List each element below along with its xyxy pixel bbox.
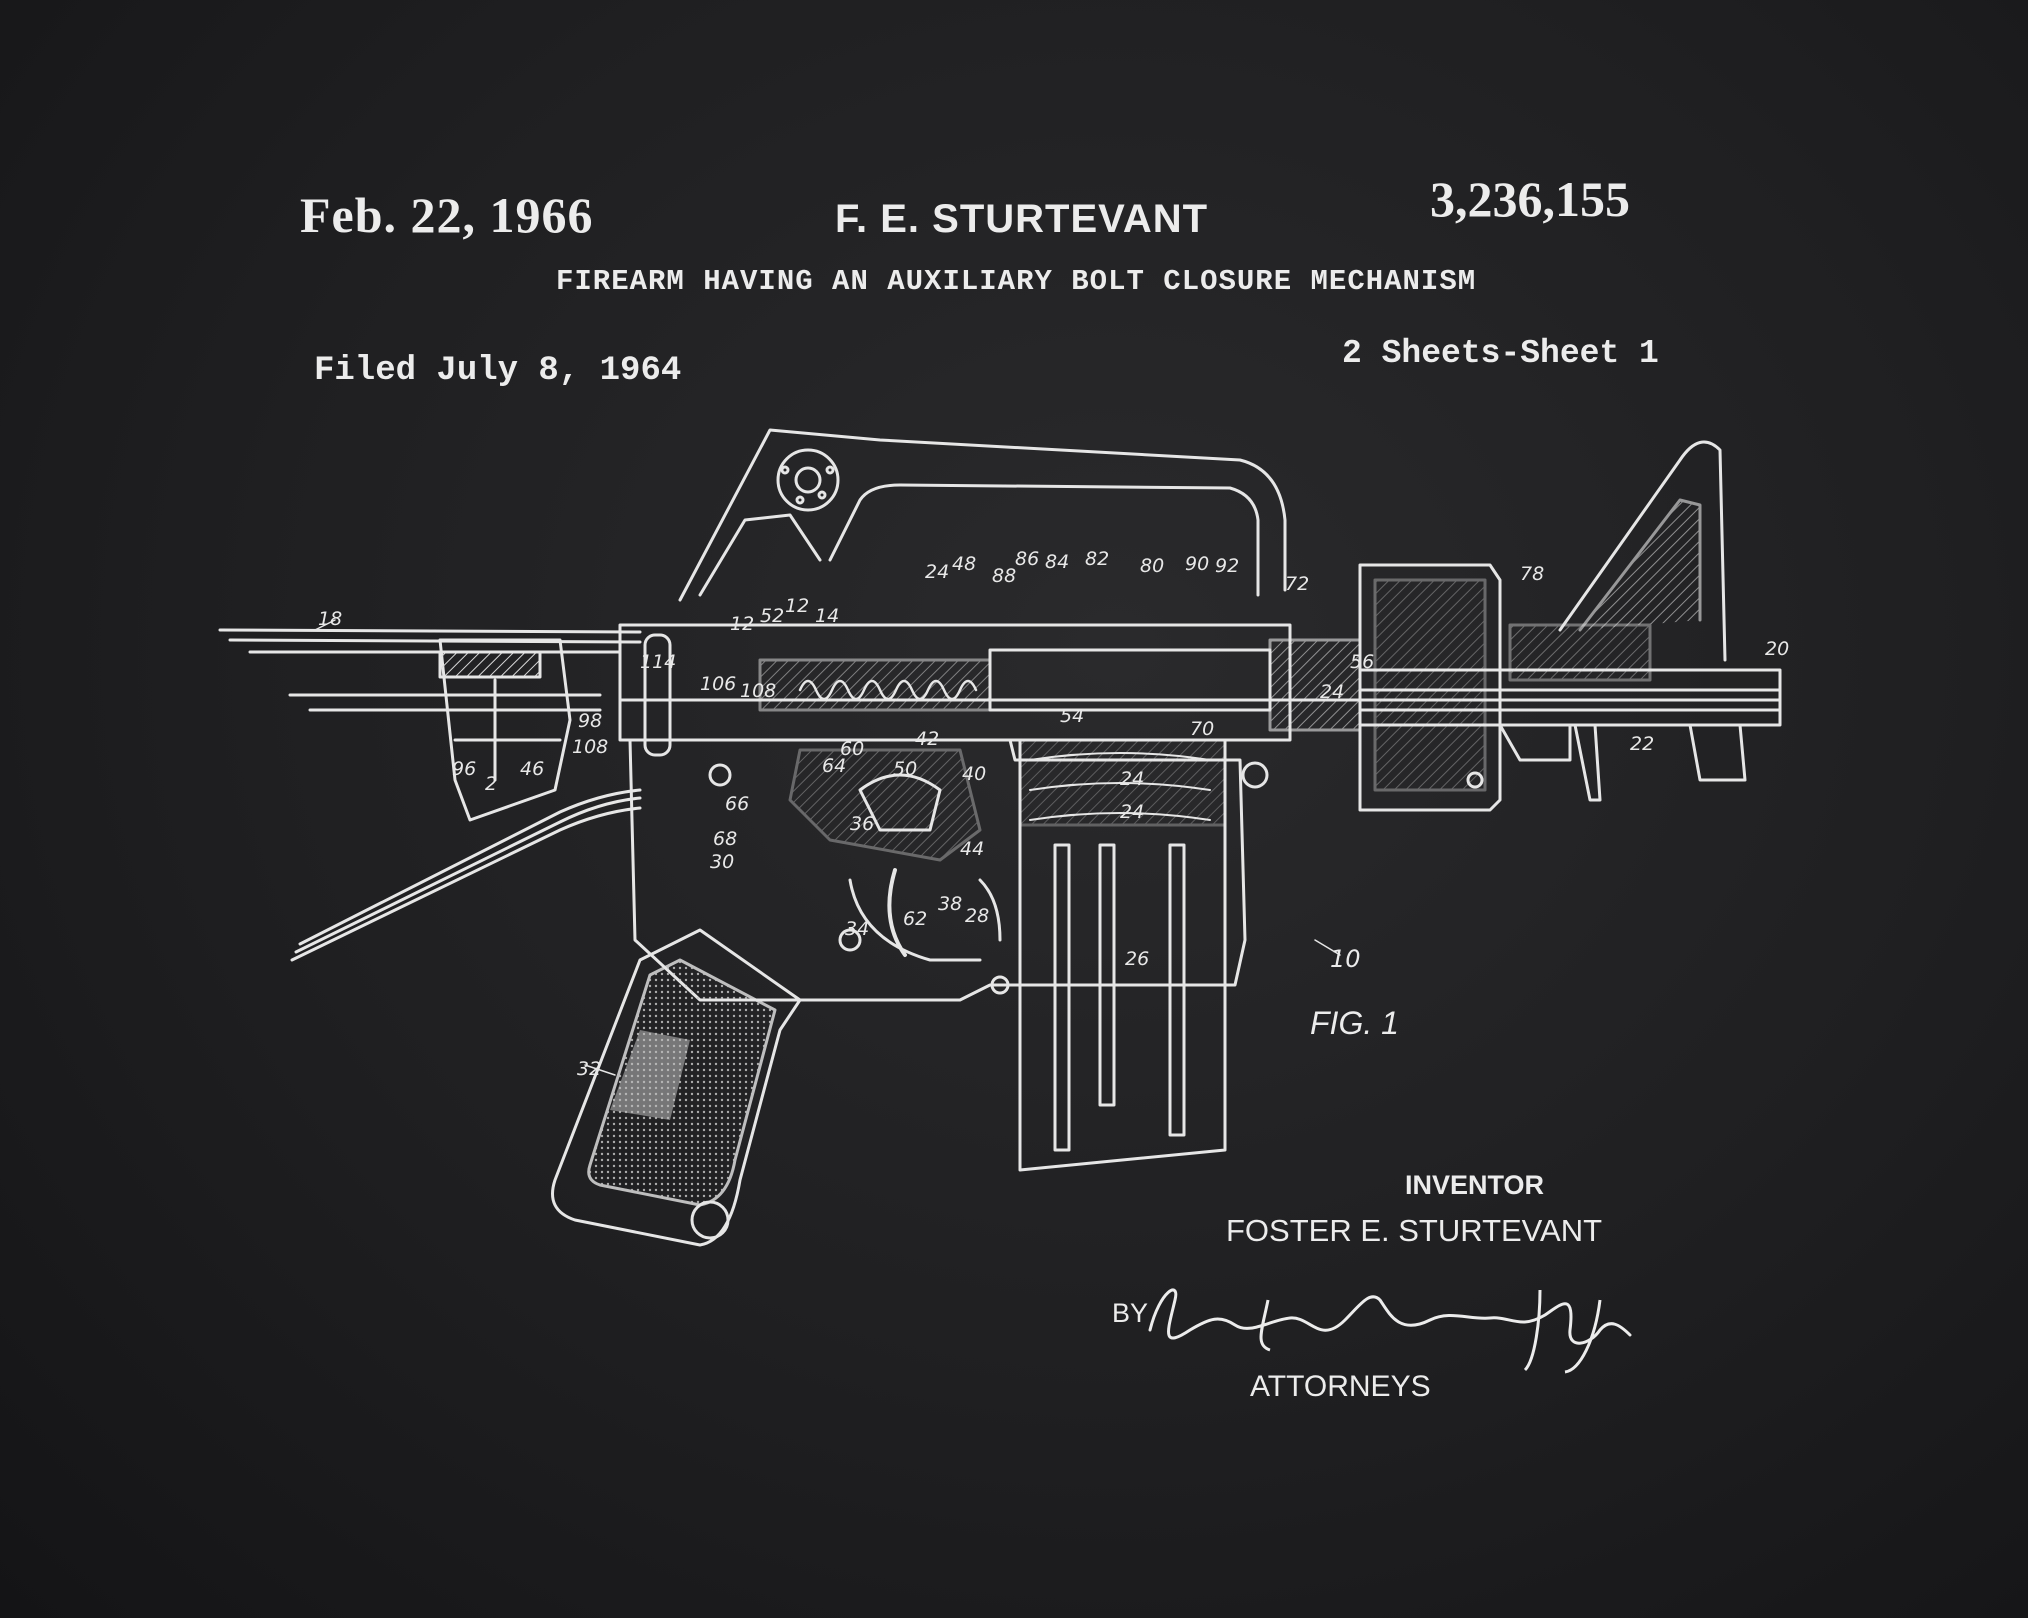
handguard <box>1358 563 1502 812</box>
svg-text:96: 96 <box>452 758 476 780</box>
svg-text:22: 22 <box>1630 733 1654 755</box>
svg-text:62: 62 <box>903 908 927 930</box>
carry-handle <box>678 428 1287 602</box>
patent-title: FIREARM HAVING AN AUXILIARY BOLT CLOSURE… <box>556 265 1477 298</box>
barrel-front-sight <box>1358 440 1782 802</box>
svg-text:32: 32 <box>577 1058 601 1080</box>
svg-text:36: 36 <box>850 813 874 835</box>
buffer-housing <box>438 638 572 822</box>
patent-date: Feb. 22, 1966 <box>300 187 594 243</box>
svg-text:44: 44 <box>960 838 984 860</box>
svg-text:50: 50 <box>893 758 917 780</box>
svg-text:54: 54 <box>1060 705 1084 727</box>
attorneys-label: ATTORNEYS <box>1250 1370 1431 1403</box>
svg-text:56: 56 <box>1350 651 1374 673</box>
inventor-label: INVENTOR <box>1405 1170 1545 1200</box>
by-label: BY <box>1112 1298 1149 1328</box>
svg-text:86: 86 <box>1015 548 1039 570</box>
svg-text:98: 98 <box>578 710 602 732</box>
svg-text:48: 48 <box>952 553 976 575</box>
figure-reference-number: 10 <box>1330 945 1361 973</box>
svg-text:26: 26 <box>1125 948 1149 970</box>
svg-text:60: 60 <box>840 738 864 760</box>
svg-text:68: 68 <box>713 828 737 850</box>
svg-text:28: 28 <box>965 905 989 927</box>
svg-text:106: 106 <box>700 673 736 695</box>
svg-text:14: 14 <box>815 605 839 627</box>
svg-text:92: 92 <box>1215 555 1239 577</box>
svg-text:24: 24 <box>1320 681 1344 703</box>
figure-label: FIG. 1 <box>1310 1005 1399 1041</box>
svg-text:84: 84 <box>1045 551 1069 573</box>
svg-text:24: 24 <box>1120 801 1144 823</box>
svg-text:30: 30 <box>710 851 734 873</box>
svg-text:52: 52 <box>760 605 784 627</box>
filed-date: Filed July 8, 1964 <box>314 352 682 390</box>
svg-text:38: 38 <box>938 893 962 915</box>
magazine <box>1018 738 1227 1172</box>
svg-text:20: 20 <box>1765 638 1789 660</box>
svg-text:90: 90 <box>1185 553 1209 575</box>
svg-text:108: 108 <box>740 680 776 702</box>
svg-text:12: 12 <box>785 595 809 617</box>
svg-text:12: 12 <box>730 613 754 635</box>
leader-lines <box>314 619 1341 1076</box>
inventor-short-name: F. E. STURTEVANT <box>835 197 1209 241</box>
patent-number: 3,236,155 <box>1430 171 1630 227</box>
svg-text:64: 64 <box>822 755 846 777</box>
svg-text:42: 42 <box>915 728 939 750</box>
svg-text:80: 80 <box>1140 555 1164 577</box>
svg-text:2: 2 <box>485 773 497 795</box>
lower-receiver <box>628 633 1269 1002</box>
svg-text:46: 46 <box>520 758 544 780</box>
svg-text:24: 24 <box>1120 768 1144 790</box>
svg-text:18: 18 <box>318 608 342 630</box>
sheet-count: 2 Sheets-Sheet 1 <box>1342 335 1659 372</box>
svg-text:108: 108 <box>572 736 608 758</box>
svg-text:24: 24 <box>925 561 949 583</box>
svg-text:34: 34 <box>845 918 869 940</box>
svg-text:78: 78 <box>1520 563 1544 585</box>
svg-text:82: 82 <box>1085 548 1109 570</box>
part-number-labels: 18 114 106 108 98 108 96 2 46 12 52 12 1… <box>318 548 1789 1080</box>
svg-text:70: 70 <box>1190 718 1214 740</box>
svg-text:114: 114 <box>640 651 676 673</box>
upper-receiver <box>618 623 1782 742</box>
svg-text:40: 40 <box>962 763 986 785</box>
inventor-full-name: FOSTER E. STURTEVANT <box>1226 1213 1603 1248</box>
svg-text:66: 66 <box>725 793 749 815</box>
svg-text:72: 72 <box>1285 573 1309 595</box>
svg-text:88: 88 <box>992 565 1016 587</box>
pistol-grip <box>551 928 802 1247</box>
stock-lines <box>218 628 642 962</box>
